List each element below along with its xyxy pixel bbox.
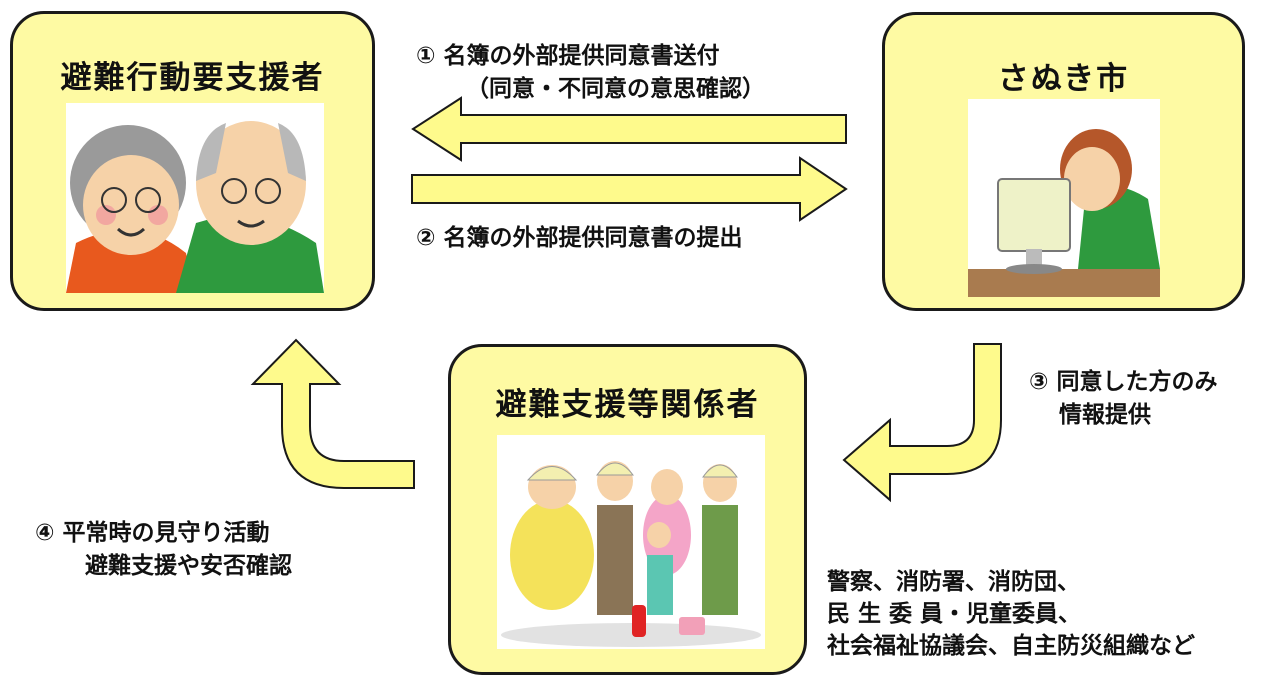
supporters-box: 避難支援等関係者 — [448, 344, 807, 675]
supporter-organizations-list: 警察、消防署、消防団、 民 生 委 員・児童委員、 社会福祉協議会、自主防災組織… — [827, 566, 1195, 663]
arrow-left-notice — [411, 96, 847, 162]
supporter-list-line2: 民 生 委 員・児童委員、 — [827, 601, 1082, 628]
supporters-title: 避難支援等関係者 — [495, 387, 760, 423]
step4-line2: 避難支援や安否確認 — [85, 553, 292, 580]
step3-line2: 情報提供 — [1059, 402, 1151, 429]
supporter-list-line1: 警察、消防署、消防団、 — [827, 569, 1080, 595]
step1-line2: （同意・不同意の意思確認） — [466, 76, 765, 103]
support-needed-box: 避難行動要支援者 — [10, 11, 375, 311]
elderly-couple-illustration — [66, 103, 324, 293]
office-worker-computer-illustration — [968, 99, 1160, 297]
step2-label: ② 名簿の外部提供同意書の提出 — [416, 222, 742, 255]
city-title: さぬき市 — [997, 61, 1130, 97]
step1-line1: ① 名簿の外部提供同意書送付 — [416, 43, 720, 69]
community-volunteers-illustration — [497, 435, 765, 649]
arrow-info-provision — [842, 343, 1002, 503]
supporter-list-line3: 社会福祉協議会、自主防災組織など — [827, 633, 1195, 660]
step3-line1: ③ 同意した方のみ — [1029, 369, 1218, 395]
step1-label: ① 名簿の外部提供同意書送付 （同意・不同意の意思確認） — [416, 40, 765, 107]
support-needed-title: 避難行動要支援者 — [60, 60, 325, 96]
arrow-right-submission — [411, 156, 848, 222]
step2-line1: ② 名簿の外部提供同意書の提出 — [416, 225, 743, 251]
city-box: さぬき市 — [882, 12, 1245, 311]
arrow-watching-support — [250, 338, 415, 489]
step3-label: ③ 同意した方のみ 情報提供 — [1029, 366, 1217, 433]
step4-line1: ④ 平常時の見守り活動 — [35, 520, 270, 546]
step4-label: ④ 平常時の見守り活動 避難支援や安否確認 — [35, 517, 292, 584]
